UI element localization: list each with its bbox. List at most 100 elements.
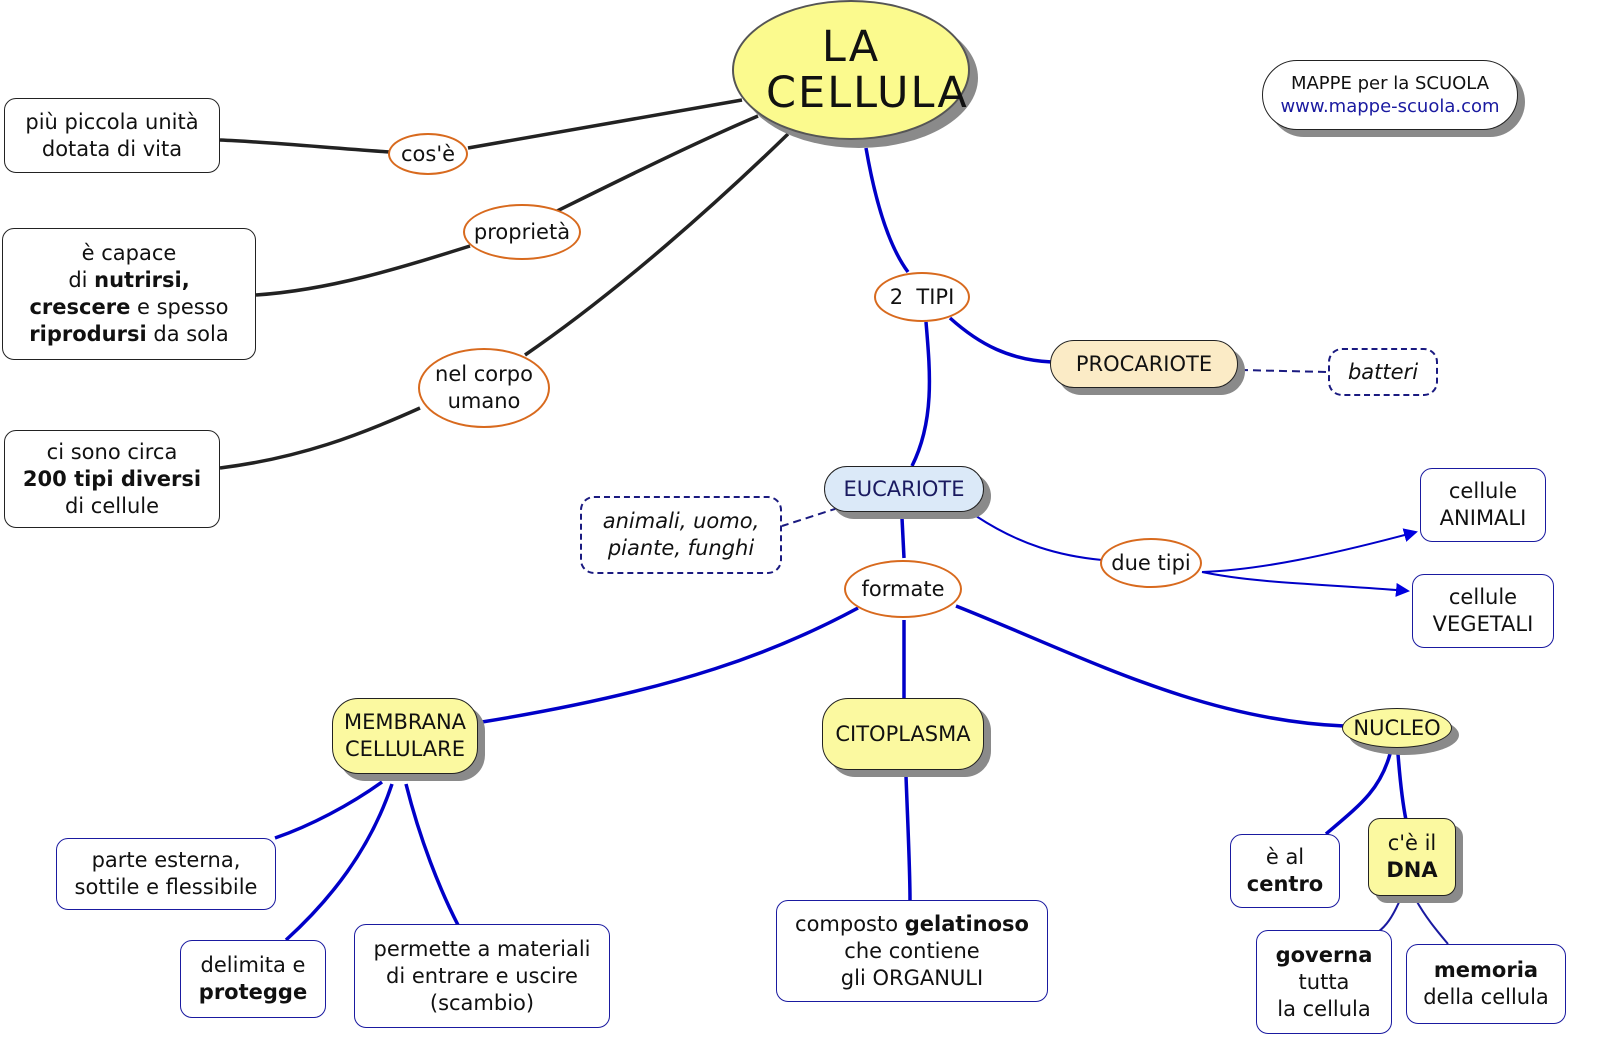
node-memoria-text: memoria della cellula [1423, 957, 1549, 1011]
node-piu-piccola[interactable]: più piccola unità dotata di vita [4, 98, 220, 173]
link-label-cose[interactable]: cos'è [388, 133, 468, 175]
centro-line-2: centro [1246, 872, 1324, 896]
link-eucariote-formate [900, 517, 906, 559]
delimita-line-1: delimita e [200, 953, 306, 977]
link-membrana-permette [404, 783, 460, 926]
node-nucleo[interactable]: NUCLEO [1342, 708, 1452, 748]
governa-line-2: tutta [1298, 969, 1350, 994]
capace-line-2b: nutrirsi, [94, 268, 190, 292]
link-label-formate[interactable]: formate [844, 560, 962, 618]
memoria-line-2: della cellula [1423, 985, 1549, 1009]
link-2tipi-procariote [948, 316, 1053, 364]
brand-url[interactable]: www.mappe-scuola.com [1280, 96, 1500, 117]
link-formate-membrana [481, 606, 859, 724]
link-label-nel-corpo-text: nel corpo umano [435, 362, 533, 413]
node-batteri[interactable]: batteri [1328, 348, 1438, 396]
composto-line-1a: composto [795, 911, 905, 936]
node-esempi-text: animali, uomo, piante, funghi [602, 509, 760, 560]
node-eucariote-text: EUCARIOTE [843, 476, 965, 501]
link-label-nel-corpo[interactable]: nel corpo umano [418, 348, 550, 428]
link-label-due-tipi-text: due tipi [1111, 550, 1191, 575]
link-2tipi-eucariote [910, 321, 932, 467]
circa-line-2: 200 tipi diversi [22, 466, 202, 491]
node-piu-piccola-text: più piccola unità dotata di vita [25, 109, 199, 161]
root-node-la-cellula[interactable]: LA CELLULA [732, 0, 970, 140]
node-cellule-vegetali[interactable]: cellule VEGETALI [1412, 574, 1554, 648]
brand-name: MAPPE per la SCUOLA [1290, 73, 1490, 94]
link-label-due-tipi[interactable]: due tipi [1100, 538, 1202, 588]
capace-line-1: è capace [81, 241, 177, 265]
node-parte-esterna-text: parte esterna, sottile e flessibile [74, 848, 258, 899]
node-centro-text: è al centro [1247, 844, 1323, 898]
node-esempi[interactable]: animali, uomo, piante, funghi [580, 496, 782, 574]
governa-line-1: governa [1275, 942, 1373, 967]
node-citoplasma-text: CITOPLASMA [835, 721, 971, 746]
node-nucleo-text: NUCLEO [1353, 715, 1441, 740]
link-eucariote-due-tipi [975, 515, 1103, 561]
link-membrana-delimita [284, 783, 394, 942]
node-citoplasma[interactable]: CITOPLASMA [822, 698, 984, 770]
node-dna[interactable]: c'è il DNA [1368, 818, 1456, 896]
link-dna-memoria [1415, 899, 1449, 945]
link-root-nel-corpo [524, 132, 790, 357]
capace-line-3b: e spesso [130, 295, 229, 319]
dna-line-1: c'è il [1387, 831, 1437, 855]
node-capace[interactable]: è capace di nutrirsi, crescere e spesso … [2, 228, 256, 360]
link-nel-corpo-circa [219, 406, 421, 470]
node-membrana[interactable]: MEMBRANA CELLULARE [332, 698, 478, 774]
node-cellule-animali[interactable]: cellule ANIMALI [1420, 468, 1546, 542]
root-title: LA CELLULA [766, 22, 969, 118]
node-governa-text: governa tutta la cellula [1276, 942, 1373, 1023]
link-procariote-batteri [1239, 369, 1329, 373]
centro-line-1: è al [1265, 845, 1305, 869]
node-delimita[interactable]: delimita e protegge [180, 940, 326, 1018]
link-due-tipi-animali [1201, 528, 1418, 573]
capace-line-3: crescere e spesso [29, 294, 228, 321]
composto-line-2: che contiene [844, 938, 980, 963]
circa-line-3: di cellule [64, 493, 160, 518]
capace-line-2: di nutrirsi, [29, 267, 228, 294]
capace-line-3a: crescere [29, 295, 131, 319]
link-nucleo-dna [1396, 753, 1408, 821]
node-circa[interactable]: ci sono circa 200 tipi diversi di cellul… [4, 430, 220, 528]
composto-line-1b: gelatinoso [904, 911, 1029, 936]
node-circa-text: ci sono circa 200 tipi diversi di cellul… [23, 439, 201, 520]
brand-box: MAPPE per la SCUOLA www.mappe-scuola.com [1262, 60, 1518, 130]
node-dna-text: c'è il DNA [1386, 830, 1437, 884]
link-label-proprieta-text: proprietà [473, 219, 571, 244]
node-batteri-text: batteri [1347, 359, 1419, 384]
node-composto[interactable]: composto gelatinoso che contiene gli ORG… [776, 900, 1048, 1002]
node-centro[interactable]: è al centro [1230, 834, 1340, 908]
node-capace-text: è capace di nutrirsi, crescere e spesso … [29, 240, 228, 348]
node-parte-esterna[interactable]: parte esterna, sottile e flessibile [56, 838, 276, 910]
node-procariote-text: PROCARIOTE [1075, 351, 1213, 376]
capace-line-4b: da sola [146, 322, 229, 346]
capace-line-4a: riprodursi [29, 322, 147, 346]
circa-line-1: ci sono circa [46, 439, 178, 464]
link-root-proprieta [554, 114, 759, 214]
link-dna-governa [1377, 899, 1401, 933]
governa-line-3: la cellula [1277, 996, 1371, 1021]
node-procariote[interactable]: PROCARIOTE [1050, 340, 1238, 388]
link-label-2-tipi-text: 2 TIPI [889, 284, 955, 309]
link-due-tipi-vegetali [1201, 571, 1410, 597]
link-formate-nucleo [955, 604, 1345, 728]
link-root-cose [467, 98, 743, 150]
link-root-2tipi [864, 147, 910, 274]
node-memoria[interactable]: memoria della cellula [1406, 944, 1566, 1024]
node-governa[interactable]: governa tutta la cellula [1256, 930, 1392, 1034]
capace-line-4: riprodursi da sola [29, 321, 228, 348]
link-citoplasma-composto [904, 775, 912, 901]
node-permette-text: permette a materiali di entrare e uscire… [373, 936, 591, 1015]
link-cose-piu-piccola [219, 138, 391, 154]
node-delimita-text: delimita e protegge [199, 952, 307, 1006]
link-label-proprieta[interactable]: proprietà [463, 204, 581, 260]
link-label-2-tipi[interactable]: 2 TIPI [874, 272, 970, 322]
node-membrana-text: MEMBRANA CELLULARE [343, 710, 467, 761]
link-eucariote-esempi [781, 507, 839, 527]
node-eucariote[interactable]: EUCARIOTE [824, 466, 984, 512]
node-composto-text: composto gelatinoso che contiene gli ORG… [795, 911, 1029, 992]
capace-line-2a: di [68, 268, 95, 292]
node-permette[interactable]: permette a materiali di entrare e uscire… [354, 924, 610, 1028]
